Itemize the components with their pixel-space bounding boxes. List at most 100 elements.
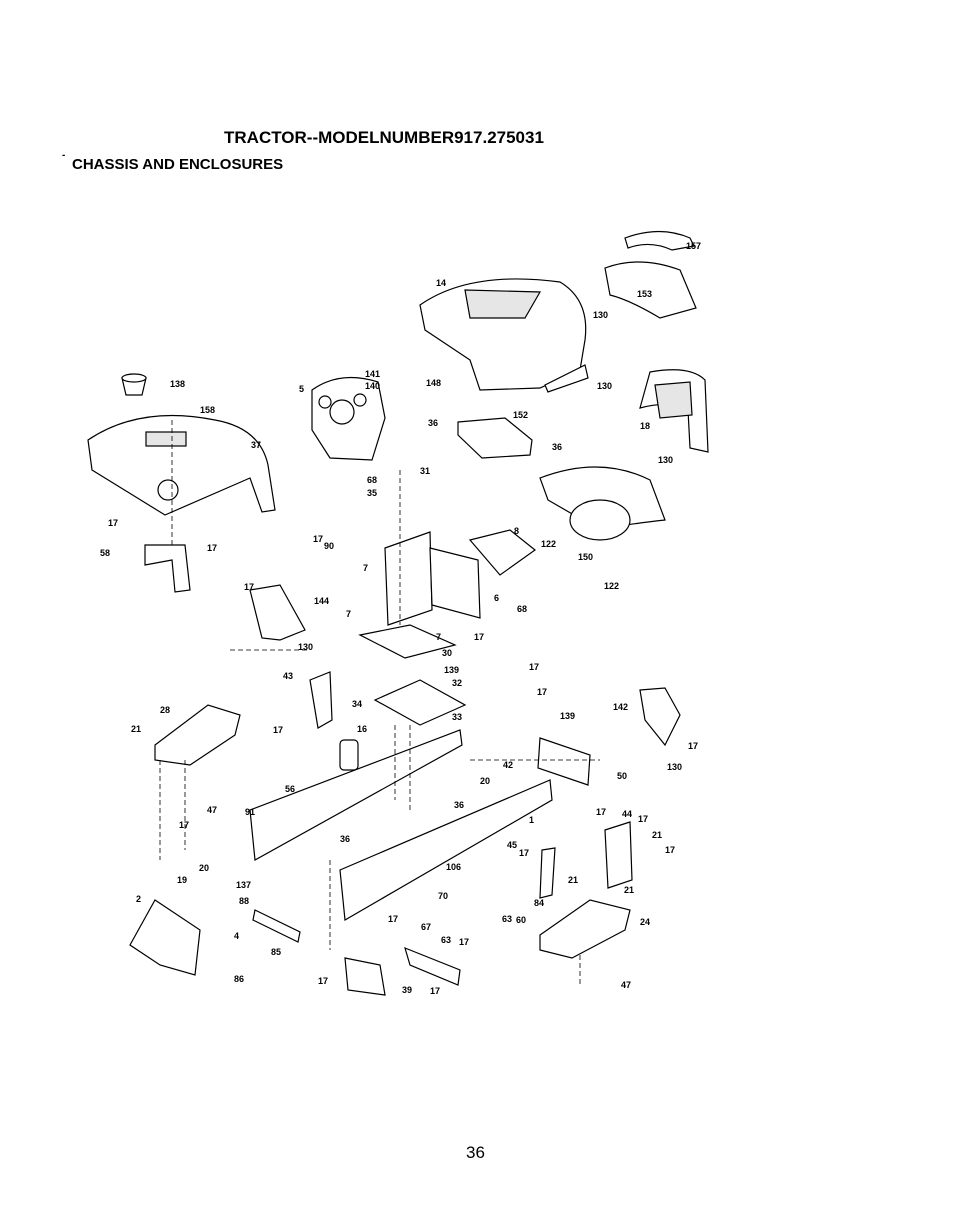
callout-label: 60	[516, 915, 526, 925]
page-number: 36	[466, 1143, 485, 1162]
frame-rail-right	[339, 779, 553, 921]
callout-label: 42	[503, 760, 513, 770]
callout-label: 130	[298, 642, 313, 652]
callout-label: 4	[234, 931, 239, 941]
callout-label: 17	[273, 725, 283, 735]
callout-label: 36	[428, 418, 438, 428]
bracket-50-part	[537, 737, 591, 786]
callout-label: 139	[444, 665, 459, 675]
callout-label: 68	[367, 475, 377, 485]
callout-label: 6	[494, 593, 499, 603]
mount-bracket-part	[384, 529, 536, 626]
callout-label: 17	[638, 814, 648, 824]
callout-label: 47	[207, 805, 217, 815]
callout-label: 17	[459, 937, 469, 947]
section-subtitle: CHASSIS AND ENCLOSURES	[72, 156, 284, 173]
hitch-plate-part	[129, 899, 201, 976]
callout-label: 37	[251, 440, 261, 450]
callout-label: 5	[299, 384, 304, 394]
step-24-part	[539, 899, 631, 959]
callout-label: 17	[596, 807, 606, 817]
callout-label: 47	[621, 980, 631, 990]
callout-label: 157	[686, 241, 701, 251]
callout-label: 30	[442, 648, 452, 658]
pan-part	[539, 466, 666, 541]
plate-part	[358, 624, 457, 659]
callout-label: 17	[519, 848, 529, 858]
callout-label: 17	[537, 687, 547, 697]
callout-label: 2	[136, 894, 141, 904]
callout-label: 36	[340, 834, 350, 844]
tray-part	[457, 417, 533, 459]
callout-label: 58	[100, 548, 110, 558]
callout-label: 44	[622, 809, 632, 819]
callout-label: 122	[541, 539, 556, 549]
seat-plate-part	[373, 679, 467, 726]
callout-label: 21	[652, 830, 662, 840]
callout-label: 106	[446, 862, 461, 872]
bar-85-part	[252, 909, 301, 943]
callout-label: 17	[313, 534, 323, 544]
callout-label: 17	[474, 632, 484, 642]
callout-label: 141	[365, 369, 380, 379]
callout-label: 17	[665, 845, 675, 855]
callout-label: 21	[131, 724, 141, 734]
dash-panel-part	[311, 376, 386, 461]
callout-label: 7	[436, 632, 441, 642]
callout-label: 153	[637, 289, 652, 299]
callout-label: 17	[688, 741, 698, 751]
callout-label: 86	[234, 974, 244, 984]
callout-label: 7	[346, 609, 351, 619]
callout-label: 67	[421, 922, 431, 932]
callout-label: 14	[436, 278, 446, 288]
callout-label: 45	[507, 840, 517, 850]
callout-label: 84	[534, 898, 544, 908]
callout-label: 17	[179, 820, 189, 830]
callout-label: 21	[568, 875, 578, 885]
callout-label: 144	[314, 596, 329, 606]
callout-label: 43	[283, 671, 293, 681]
callout-label: 34	[352, 699, 362, 709]
page-title: TRACTOR--MODELNUMBER917.275031	[224, 128, 544, 147]
callout-label: 130	[593, 310, 608, 320]
callout-label: 158	[200, 405, 215, 415]
bracket-58-part	[144, 544, 191, 593]
callout-label: 90	[324, 541, 334, 551]
callout-label: 56	[285, 784, 295, 794]
callout-label: 17	[244, 582, 254, 592]
bracket-84-part	[539, 847, 556, 899]
pad-16-part	[339, 739, 359, 771]
bracket-39-part	[344, 957, 386, 996]
callout-label: 24	[640, 917, 650, 927]
callout-label: 17	[388, 914, 398, 924]
step-28-part	[154, 704, 241, 766]
callout-label: 36	[454, 800, 464, 810]
hood-part	[419, 278, 589, 393]
callout-label: 130	[667, 762, 682, 772]
callout-label: 152	[513, 410, 528, 420]
bracket-lower-part	[404, 946, 461, 986]
callout-label: 17	[430, 986, 440, 996]
callout-label: 85	[271, 947, 281, 957]
callout-label: 17	[529, 662, 539, 672]
callout-label: 20	[199, 863, 209, 873]
callout-label: 20	[480, 776, 490, 786]
callout-label: 19	[177, 875, 187, 885]
fender-part	[87, 414, 276, 516]
callout-label: 70	[438, 891, 448, 901]
callout-label: 28	[160, 705, 170, 715]
callout-label: 63	[441, 935, 451, 945]
grille-part	[604, 230, 697, 319]
bracket-144-part	[249, 584, 306, 641]
callout-label: 17	[207, 543, 217, 553]
callout-label: 18	[640, 421, 650, 431]
callout-label: 91	[245, 807, 255, 817]
callout-label: 150	[578, 552, 593, 562]
frame-rail-left	[249, 729, 463, 861]
callout-label: 39	[402, 985, 412, 995]
cup-holder-part	[121, 373, 147, 396]
callout-label: 137	[236, 880, 251, 890]
dash-mark: -	[62, 150, 66, 161]
